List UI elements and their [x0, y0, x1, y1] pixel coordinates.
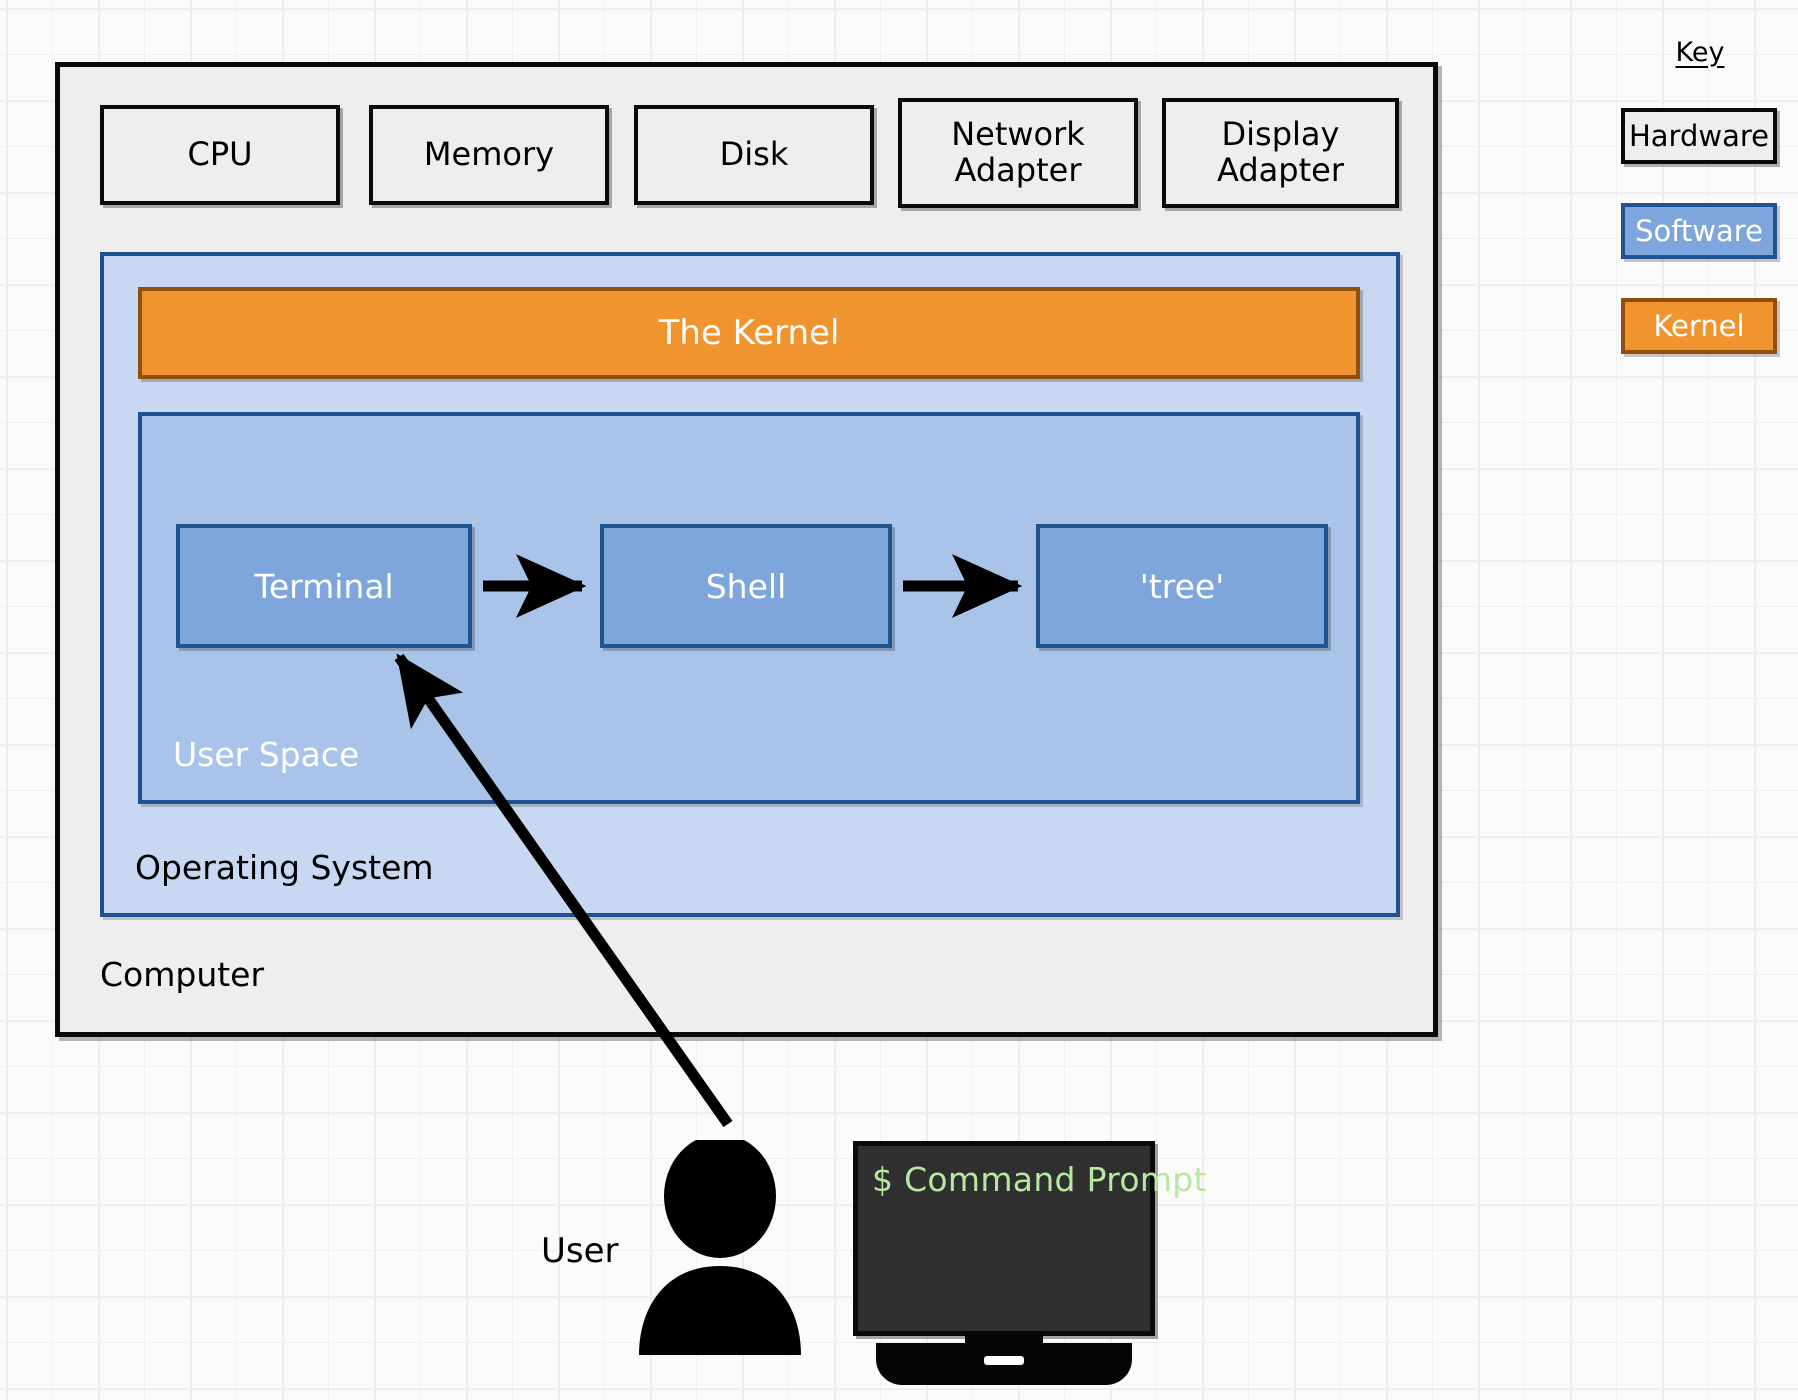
- process-box-terminal[interactable]: Terminal: [176, 524, 472, 648]
- key-swatch-hardware: Hardware: [1621, 108, 1777, 164]
- user-body-icon: [639, 1266, 801, 1355]
- key-label-software: Software: [1635, 214, 1763, 248]
- process-box-label: 'tree': [1139, 566, 1225, 606]
- kernel-bar-label: The Kernel: [658, 313, 840, 353]
- hardware-box-label-line1: Display: [1221, 115, 1340, 154]
- hardware-box-display-adapter[interactable]: Display Adapter: [1162, 98, 1399, 208]
- operating-system-label: Operating System: [135, 848, 434, 887]
- hardware-box-network-adapter[interactable]: Network Adapter: [898, 98, 1138, 208]
- kernel-bar[interactable]: The Kernel: [138, 287, 1360, 379]
- hardware-box-memory[interactable]: Memory: [369, 105, 609, 205]
- hardware-box-label-line2: Adapter: [1217, 151, 1344, 189]
- key-swatch-kernel: Kernel: [1621, 298, 1777, 354]
- monitor-base: [876, 1343, 1132, 1385]
- process-box-label: Shell: [705, 566, 787, 606]
- process-box-label: Terminal: [254, 566, 394, 606]
- monitor-base-notch: [984, 1356, 1024, 1365]
- user-head-icon: [664, 1134, 776, 1258]
- user-figure: [625, 1134, 815, 1355]
- monitor-screen[interactable]: $ Command Prompt: [853, 1141, 1207, 1336]
- hardware-box-label: Memory: [423, 135, 555, 174]
- hardware-box-disk[interactable]: Disk: [634, 105, 874, 205]
- key-swatch-software: Software: [1621, 203, 1777, 259]
- command-prompt-text: $ Command Prompt: [872, 1160, 1207, 1199]
- user-label: User: [541, 1231, 619, 1271]
- computer-label: Computer: [100, 955, 265, 994]
- user-space-label: User Space: [173, 735, 360, 774]
- hardware-box-label-line1: Network: [951, 115, 1085, 154]
- hardware-box-label: Disk: [719, 135, 789, 174]
- hardware-box-label-line2: Adapter: [954, 151, 1082, 189]
- key-label-hardware: Hardware: [1628, 118, 1769, 153]
- hardware-box-label: CPU: [187, 135, 253, 174]
- key-title: Key: [1675, 37, 1725, 68]
- hardware-box-cpu[interactable]: CPU: [100, 105, 340, 205]
- key-label-kernel: Kernel: [1653, 309, 1745, 343]
- process-box-shell[interactable]: Shell: [600, 524, 892, 648]
- monitor-neck: [965, 1333, 1043, 1345]
- process-box-tree[interactable]: 'tree': [1036, 524, 1328, 648]
